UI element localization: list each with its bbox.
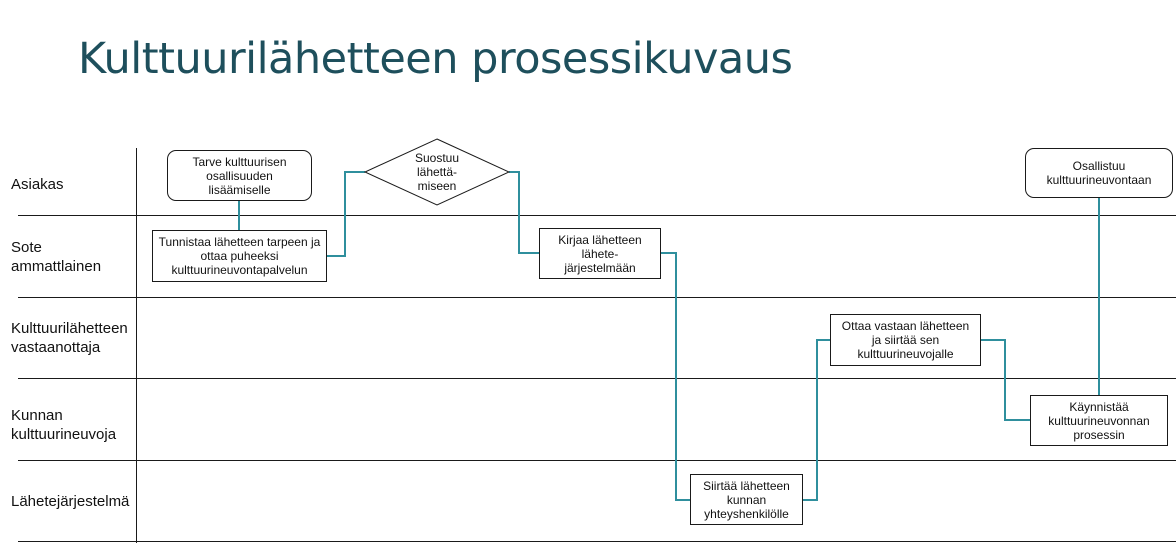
lane-label-asiakas: Asiakas [11,176,64,193]
step-tunnistaa: Tunnistaa lähetteen tarpeen ja ottaa puh… [152,230,327,282]
step-siirtaa: Siirtää lähetteen kunnan yhteyshenkilöll… [690,474,803,525]
step-kirjaa: Kirjaa lähetteen lähete-järjestelmään [539,228,661,279]
lane-label-vastaanottaja: Kulttuurilähetteen vastaanottaja [11,320,128,356]
connector-tunnistaa-suostuu [327,171,365,257]
step-osallistuu: Osallistuu kulttuurineuvontaan [1025,148,1173,198]
lane-divider [18,460,1176,461]
lane-divider [18,378,1176,379]
decision-suostuu-label: Suostuu lähettä-miseen [414,151,460,193]
connector-siirtaa-ottaa [803,339,830,501]
page-title: Kulttuurilähetteen prosessikuvaus [78,34,793,84]
lane-label-sote: Sote ammattlainen [11,239,102,275]
lane-divider [18,297,1176,298]
connector-ottaa-kaynnistaa [981,339,1030,421]
connector-kirjaa-siirtaa [661,252,690,501]
step-kaynnistaa: Käynnistää kulttuurineuvonnan prosessin [1030,395,1168,446]
lane-label-divider [136,148,137,543]
lane-divider [18,215,1176,216]
decision-diamond [363,138,511,206]
lane-divider [18,541,1176,542]
lane-label-lahetejarjestelma: Lähetejärjestelmä [11,493,130,510]
step-ottaa: Ottaa vastaan lähetteen ja siirtää sen k… [830,314,981,366]
step-tarve: Tarve kulttuurisen osallisuuden lisäämis… [167,150,312,201]
connector-suostuu-kirjaa [509,171,539,254]
lane-label-kulttuurineuvoja: Kunnan kulttuurineuvoja [11,407,117,443]
